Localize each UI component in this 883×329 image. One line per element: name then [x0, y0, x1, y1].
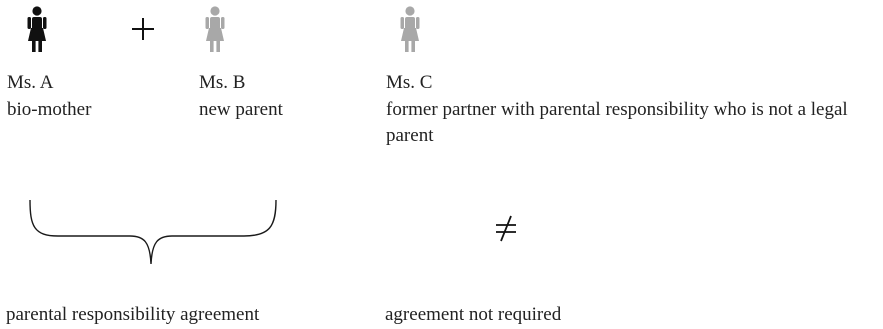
outcome-agreement-label: parental responsibility agreement: [6, 304, 260, 325]
figure-a: [27, 6, 47, 52]
figure-b: [205, 6, 225, 52]
not-equal-sign: [492, 212, 520, 244]
woman-icon: [400, 6, 420, 52]
plus-sign: [128, 14, 158, 44]
woman-icon: [205, 6, 225, 52]
figure-c: [400, 6, 420, 52]
person-a-role: bio-mother: [7, 99, 92, 120]
grouping-brace: [29, 199, 277, 265]
person-c-name: Ms. C: [386, 72, 433, 93]
person-c-role: former partner with parental responsibil…: [386, 99, 848, 146]
person-b-role: new parent: [199, 99, 283, 120]
outcome-not-required-label: agreement not required: [385, 304, 562, 325]
person-a-name: Ms. A: [7, 72, 54, 93]
person-b-name: Ms. B: [199, 72, 246, 93]
woman-icon: [27, 6, 47, 52]
